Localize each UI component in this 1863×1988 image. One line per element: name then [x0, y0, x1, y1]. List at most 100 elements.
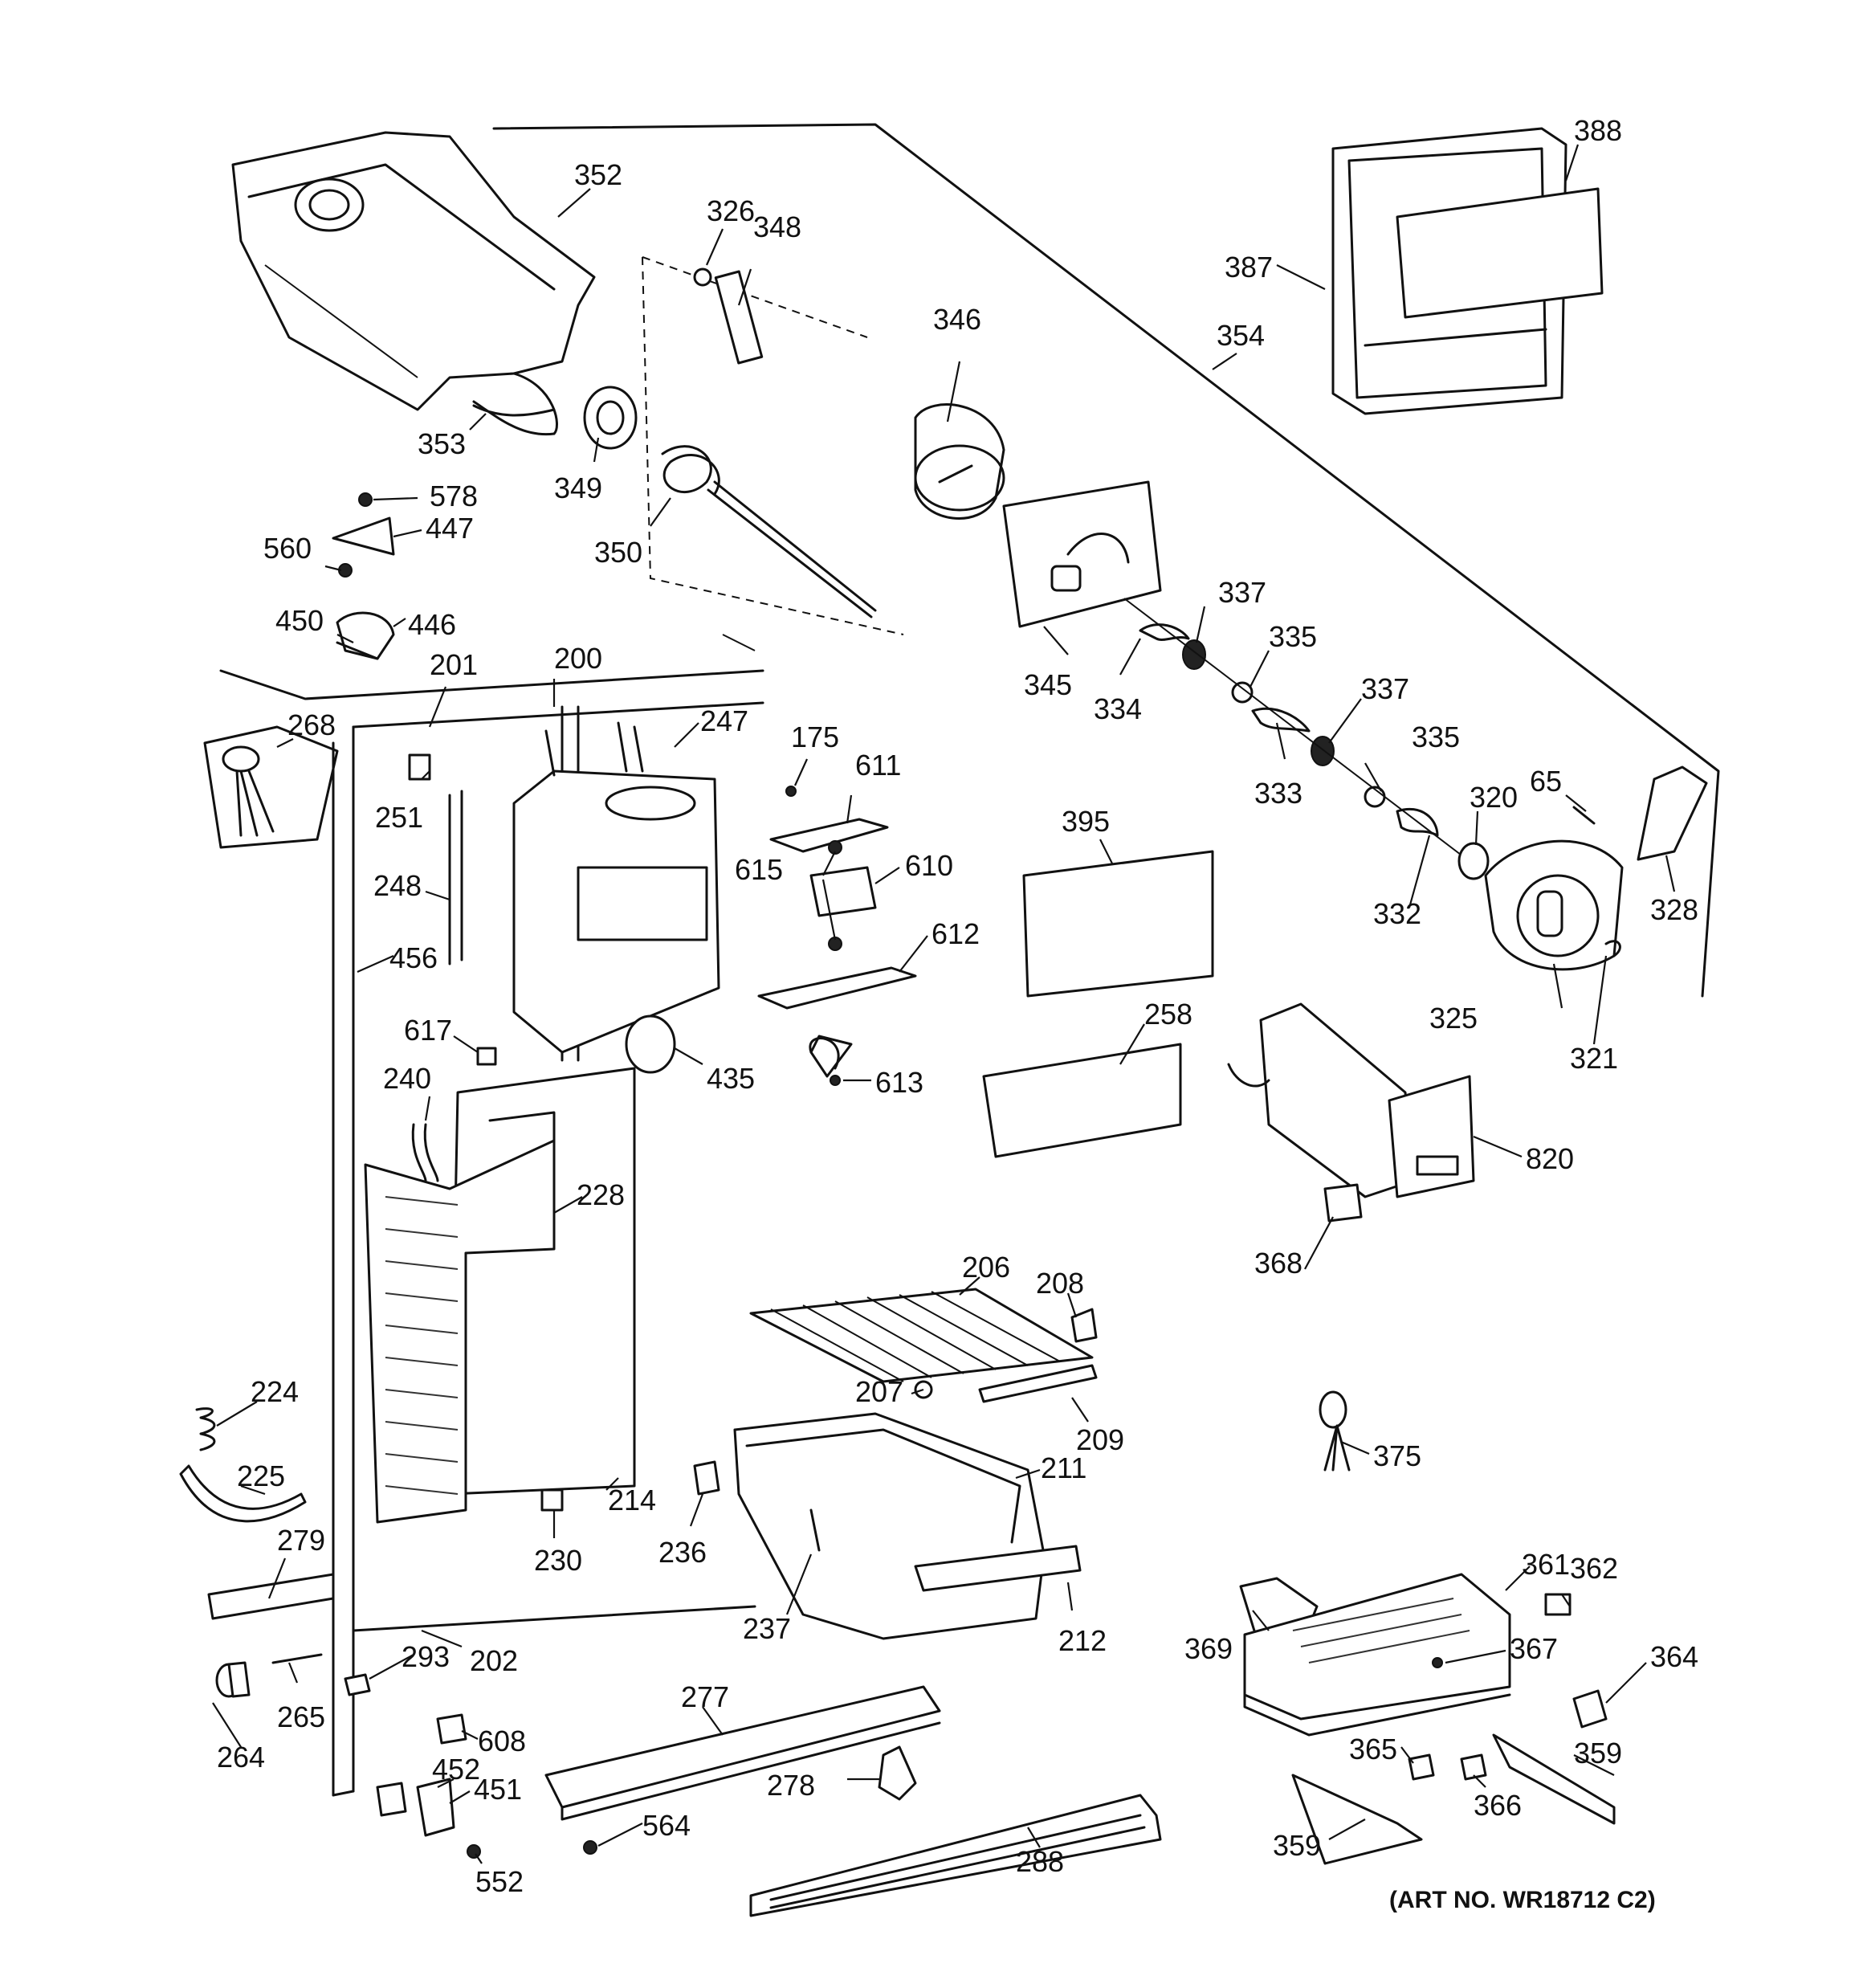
ice-tray: [982, 1043, 1182, 1158]
callout-251: 251: [375, 801, 423, 834]
callout-435: 435: [707, 1062, 755, 1095]
callout-450: 450: [275, 604, 324, 637]
crusher-blades: [1123, 598, 1478, 868]
ice-bucket: [231, 131, 596, 436]
callout-228: 228: [577, 1178, 625, 1211]
harness-wire: [1319, 1390, 1351, 1472]
thermostat-inset: [203, 725, 339, 849]
callout-200: 200: [554, 642, 602, 675]
fan-assembly: [757, 786, 917, 1086]
callout-326: 326: [707, 194, 755, 227]
callout-293: 293: [402, 1640, 450, 1673]
callout-369: 369: [1184, 1632, 1233, 1665]
auger-motor: [1457, 806, 1624, 971]
callout-451: 451: [474, 1773, 522, 1806]
callout-353: 353: [418, 427, 466, 460]
callout-225: 225: [237, 1459, 285, 1492]
callout-321: 321: [1570, 1042, 1618, 1075]
callout-224: 224: [251, 1375, 299, 1408]
light-switch: [408, 753, 431, 781]
callout-207: 207: [855, 1375, 903, 1408]
callout-265: 265: [277, 1700, 325, 1733]
callout-211: 211: [1041, 1451, 1086, 1484]
fan-motor: [625, 1014, 676, 1074]
callout-279: 279: [277, 1524, 325, 1557]
cover-plate: [1022, 850, 1214, 998]
callout-258: 258: [1144, 998, 1192, 1031]
ice-maker: [1227, 1002, 1475, 1198]
spring: [195, 1407, 216, 1451]
callout-395: 395: [1062, 805, 1110, 838]
callout-447: 447: [426, 512, 474, 545]
callout-208: 208: [1036, 1267, 1084, 1300]
callout-214: 214: [608, 1484, 656, 1517]
storage-drawer: [693, 1412, 1082, 1640]
callout-456: 456: [389, 941, 438, 974]
callout-348: 348: [753, 210, 801, 243]
defrost-drain: [179, 1464, 307, 1523]
evaporator-cover: [448, 1067, 636, 1496]
callout-206: 206: [962, 1251, 1010, 1284]
callout-175: 175: [791, 720, 839, 753]
art-number: (ART NO. WR18712 C2): [1389, 1887, 1656, 1913]
callout-446: 446: [408, 608, 456, 641]
callout-288: 288: [1016, 1845, 1064, 1878]
callout-367: 367: [1510, 1632, 1558, 1665]
control-housing: [1239, 1573, 1616, 1865]
callout-320: 320: [1470, 781, 1518, 814]
callout-354: 354: [1217, 319, 1265, 352]
callout-564: 564: [642, 1809, 691, 1842]
bottom-trim: [207, 1573, 335, 1620]
callout-612: 612: [932, 917, 980, 950]
callout-334: 334: [1094, 692, 1142, 725]
callout-388: 388: [1574, 114, 1622, 147]
callout-labels: 3883873543523263483463533493505784475604…: [217, 114, 1698, 1898]
callout-611: 611: [855, 749, 901, 782]
air-duct: [448, 721, 720, 1054]
callout-345: 345: [1024, 668, 1072, 701]
motor-mount-plate: [1002, 480, 1162, 628]
callout-352: 352: [574, 158, 622, 191]
callout-333: 333: [1254, 777, 1302, 810]
callout-264: 264: [217, 1741, 265, 1774]
callout-560: 560: [263, 532, 312, 565]
callout-65: 65: [1530, 765, 1562, 798]
callout-335b: 335: [1412, 720, 1460, 753]
callout-335a: 335: [1269, 620, 1317, 653]
callout-362: 362: [1570, 1552, 1618, 1585]
callout-349: 349: [554, 471, 602, 504]
callout-346: 346: [933, 303, 981, 336]
callout-277: 277: [681, 1680, 729, 1713]
callout-387: 387: [1225, 251, 1273, 284]
callout-247: 247: [700, 704, 748, 737]
callout-361: 361: [1522, 1548, 1570, 1581]
auger-assembly: [583, 256, 1005, 635]
callout-268: 268: [287, 708, 336, 741]
wire-shelf: [749, 1288, 1098, 1403]
callout-332: 332: [1373, 897, 1421, 930]
callout-820: 820: [1526, 1142, 1574, 1175]
callout-248: 248: [373, 869, 422, 902]
callout-201: 201: [430, 648, 478, 681]
bottom-left-parts: [215, 1653, 481, 1859]
freezer-section-outline: [219, 123, 1720, 998]
callout-365: 365: [1349, 1733, 1397, 1766]
callout-366: 366: [1474, 1789, 1522, 1822]
callout-552: 552: [475, 1865, 524, 1898]
clip: [476, 1047, 497, 1066]
callout-375: 375: [1373, 1439, 1421, 1472]
callout-613: 613: [875, 1066, 923, 1099]
leader-lines: [212, 144, 1676, 1864]
hinge-parts: [332, 492, 395, 660]
callout-328: 328: [1650, 893, 1698, 926]
callout-337b: 337: [1361, 672, 1409, 705]
callout-350: 350: [594, 536, 642, 569]
callout-368: 368: [1254, 1247, 1302, 1280]
callout-617: 617: [404, 1014, 452, 1047]
callout-615: 615: [735, 853, 783, 886]
callout-359a: 359: [1574, 1737, 1622, 1770]
callout-359b: 359: [1273, 1829, 1321, 1862]
ice-bucket-bail: [472, 404, 556, 417]
callout-337a: 337: [1218, 576, 1266, 609]
